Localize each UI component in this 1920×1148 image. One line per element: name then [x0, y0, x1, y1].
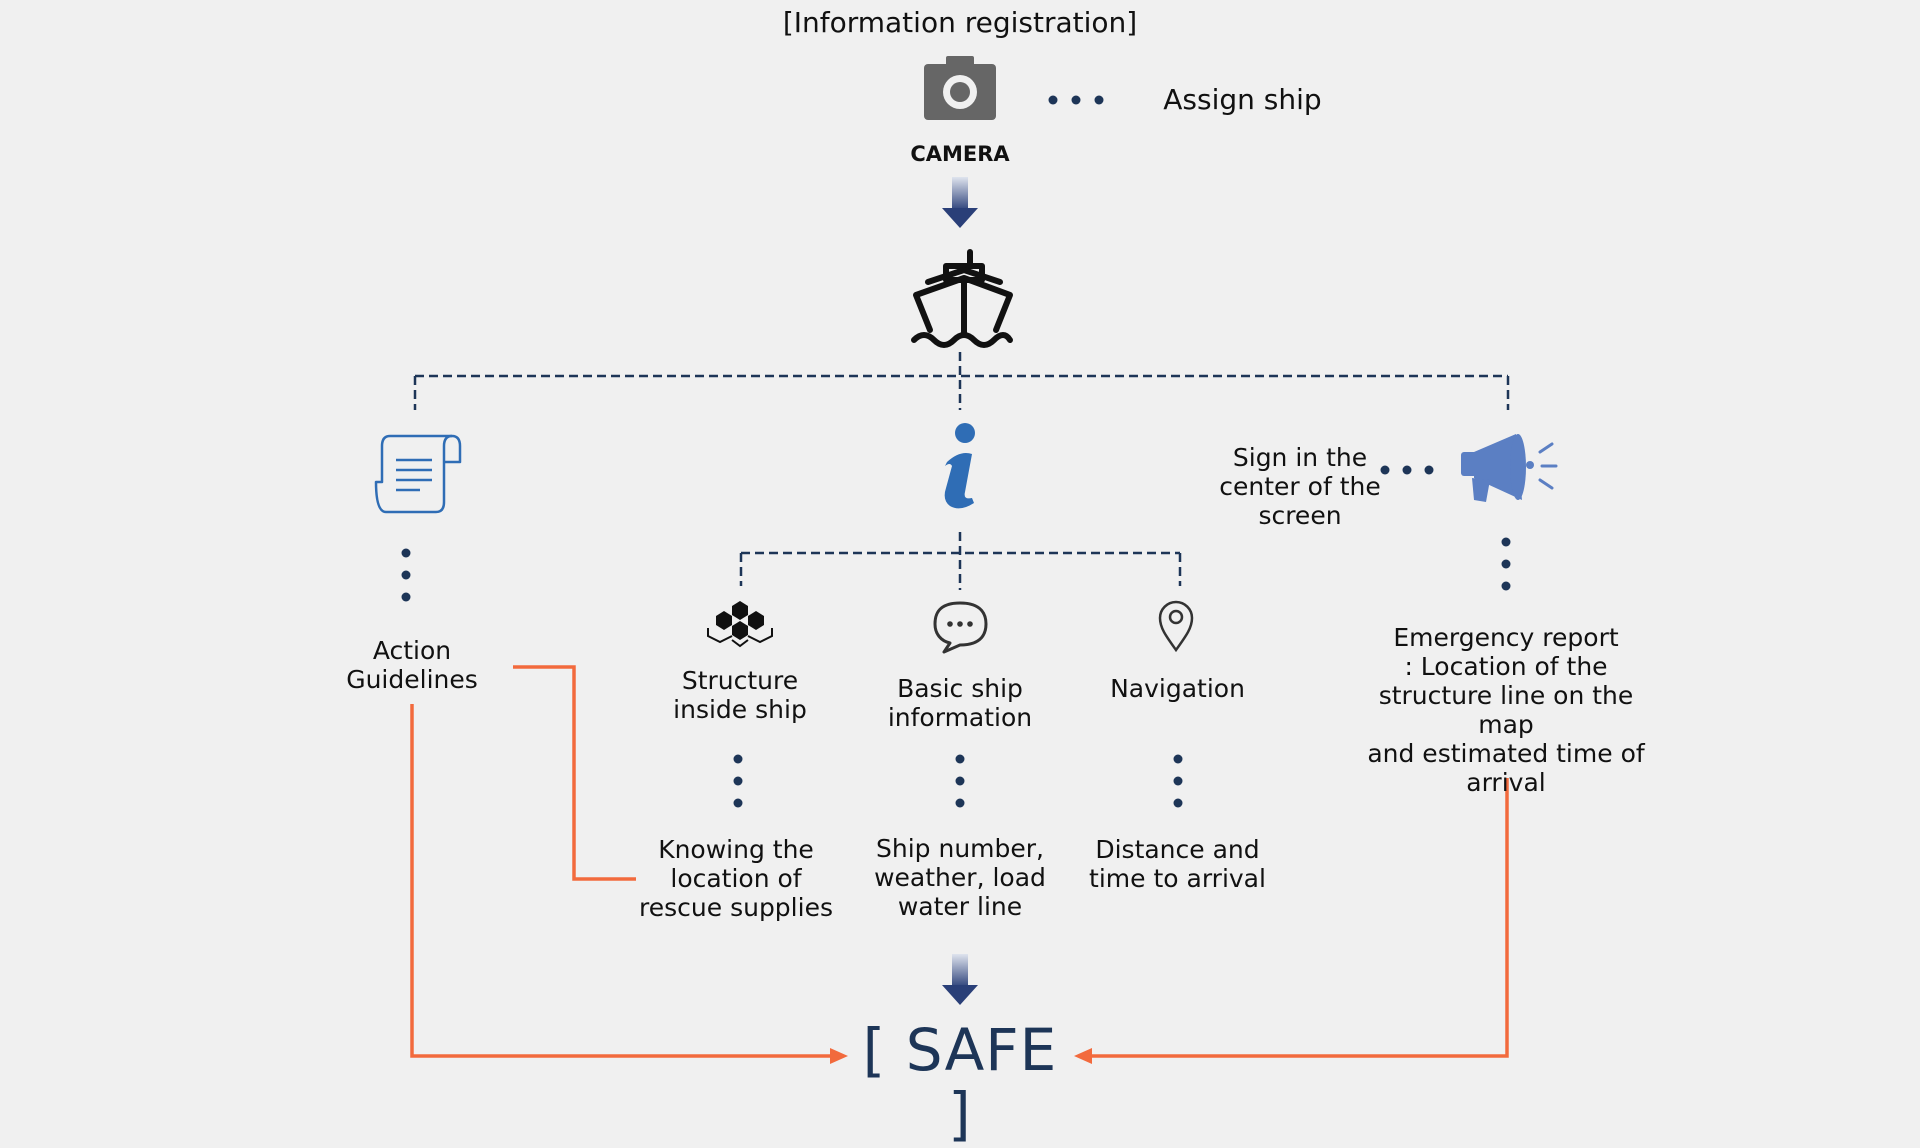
document-scroll-icon — [374, 434, 462, 514]
navigation-detail: Distance and time to arrival — [1089, 835, 1266, 893]
emergency-report-label: Emergency report : Location of the struc… — [1367, 623, 1645, 797]
dashed-tree-sub — [739, 532, 1182, 590]
page-title: [Information registration] — [782, 6, 1138, 39]
ship-icon — [911, 249, 1013, 348]
vertical-dots — [401, 537, 1511, 808]
down-arrow-bottom — [942, 954, 978, 1005]
info-icon — [944, 423, 975, 509]
sign-center-label: Sign in the center of the screen — [1219, 443, 1381, 530]
basic-info-detail: Ship number, weather, load water line — [874, 834, 1046, 921]
orange-arrowheads — [830, 1048, 1092, 1064]
assign-ship-label: Assign ship — [1163, 83, 1322, 116]
camera-icon — [924, 56, 996, 120]
safe-result: [ SAFE ] — [862, 1016, 1058, 1148]
hexagon-cluster-icon — [707, 601, 773, 648]
camera-label: CAMERA — [910, 142, 1010, 166]
diagram-canvas — [374, 56, 1558, 1064]
action-guidelines-label: Action Guidelines — [346, 636, 478, 694]
navigation-label: Navigation — [1110, 674, 1245, 703]
map-pin-icon — [1158, 600, 1194, 653]
connector-dots — [1048, 95, 1104, 105]
down-arrow-top — [942, 177, 978, 228]
basic-info-label: Basic ship information — [887, 674, 1033, 732]
connector-dots-sign — [1380, 465, 1434, 475]
orange-flow-lines — [410, 665, 1509, 1058]
structure-detail: Knowing the location of rescue supplies — [639, 835, 833, 922]
megaphone-icon — [1461, 434, 1558, 502]
chat-bubble-icon — [933, 601, 988, 654]
structure-label: Structure inside ship — [673, 666, 807, 724]
dashed-tree-top — [413, 352, 1510, 410]
